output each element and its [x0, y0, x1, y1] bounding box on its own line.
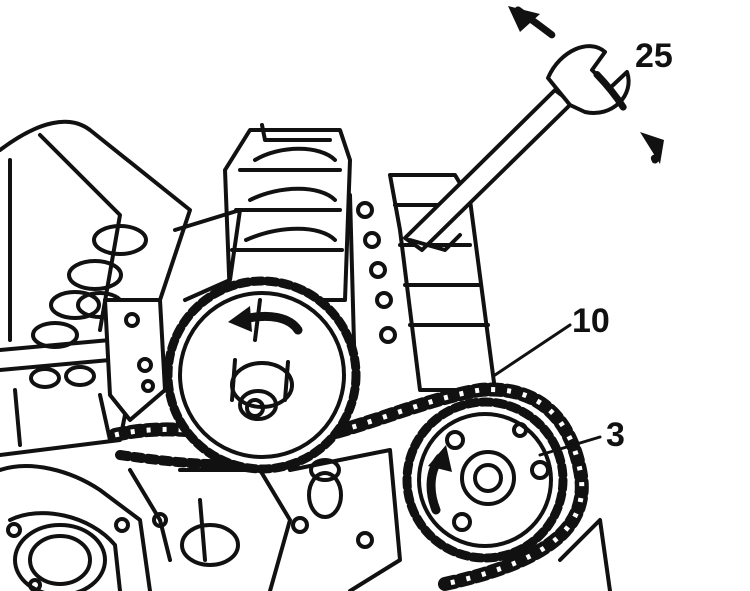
callout-leaders — [493, 323, 602, 457]
callout-label-wrench: 25 — [635, 37, 673, 75]
camshaft-sprocket-upper — [163, 276, 361, 474]
tensioner-bracket — [103, 298, 172, 562]
callout-label-chain: 10 — [572, 302, 610, 340]
rotation-arrow-icon-lower — [426, 445, 452, 515]
lower-engine-components — [178, 448, 612, 591]
rotation-arrow-icon — [228, 306, 303, 335]
double-arrow-icon — [508, 6, 664, 164]
front-cover-housing — [0, 464, 152, 591]
wrench-icon — [403, 44, 631, 252]
cylinder-head-left — [0, 119, 192, 457]
callout-label-sprocket: 3 — [606, 416, 625, 454]
camshaft-sprocket-lower — [402, 397, 568, 563]
